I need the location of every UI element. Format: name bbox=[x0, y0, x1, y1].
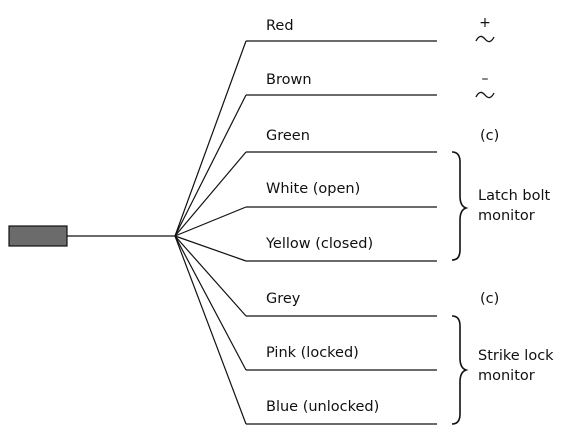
wire-grey-fan bbox=[174, 235, 247, 317]
wire-label-brown: Brown bbox=[266, 72, 312, 88]
ac-wave-icon bbox=[475, 35, 495, 43]
minus-sign: – bbox=[481, 71, 489, 87]
latch-bolt-line1: Latch bolt bbox=[478, 188, 551, 204]
ac-plus-symbol: + bbox=[474, 16, 496, 50]
wire-label-green: Green bbox=[266, 128, 310, 144]
wire-blue-fan bbox=[174, 235, 247, 425]
wire-label-pink: Pink (locked) bbox=[266, 345, 359, 361]
wire-label-red: Red bbox=[266, 18, 294, 34]
latch-bolt-brace bbox=[451, 151, 469, 261]
connector-block bbox=[8, 225, 68, 247]
strike-lock-monitor-label: Strike lock monitor bbox=[478, 346, 554, 386]
strike-lock-line2: monitor bbox=[478, 368, 535, 384]
wire-pink-fan bbox=[174, 235, 247, 371]
grey-common-note: (c) bbox=[480, 291, 500, 307]
strike-lock-brace bbox=[451, 315, 469, 425]
plus-sign: + bbox=[479, 15, 491, 31]
latch-bolt-monitor-label: Latch bolt monitor bbox=[478, 186, 550, 226]
latch-bolt-line2: monitor bbox=[478, 208, 535, 224]
ac-wave-icon bbox=[475, 91, 495, 99]
wire-label-blue: Blue (unlocked) bbox=[266, 399, 380, 415]
wire-yellow-fan bbox=[174, 235, 247, 262]
wire-label-white: White (open) bbox=[266, 181, 361, 197]
wire-white-fan bbox=[174, 206, 247, 237]
strike-lock-line1: Strike lock bbox=[478, 348, 554, 364]
wire-red-fan bbox=[174, 40, 247, 237]
wire-label-yellow: Yellow (closed) bbox=[266, 236, 374, 252]
green-common-note: (c) bbox=[480, 128, 500, 144]
wire-brown-fan bbox=[174, 94, 247, 237]
wire-label-grey: Grey bbox=[266, 291, 301, 307]
wire-green-fan bbox=[174, 151, 247, 237]
ac-minus-symbol: – bbox=[474, 72, 496, 106]
